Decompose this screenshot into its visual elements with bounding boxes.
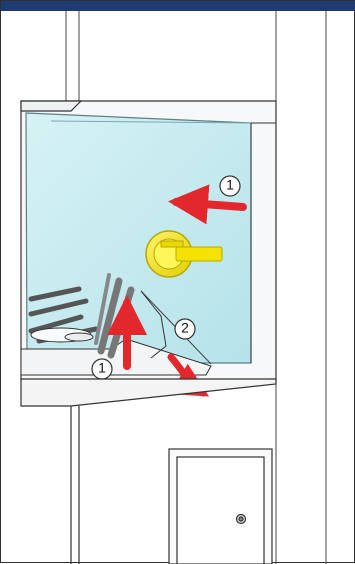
cabinet-illustration: 1 2 1 (1, 11, 355, 564)
glass-panel (26, 113, 276, 363)
svg-text:1: 1 (98, 360, 106, 376)
svg-text:1: 1 (226, 177, 234, 193)
svg-text:2: 2 (181, 320, 189, 336)
callout-1-top: 1 (220, 176, 240, 196)
callout-1-bottom: 1 (92, 359, 112, 379)
lower-door (169, 449, 272, 564)
header-bar (1, 1, 355, 11)
callout-2: 2 (175, 319, 195, 339)
